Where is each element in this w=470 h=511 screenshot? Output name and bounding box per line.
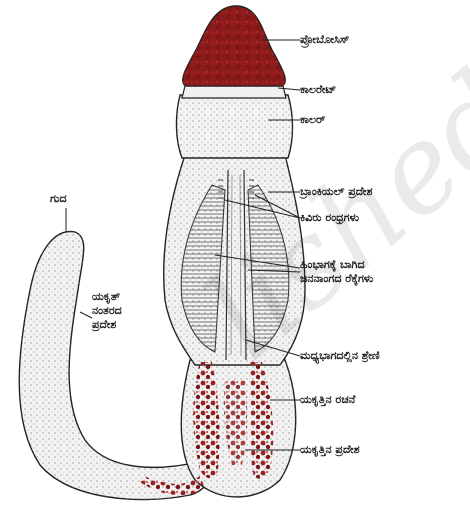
label-post-hepatic-line1: ಯಕೃತ್ — [92, 290, 120, 303]
label-gill-slits: ಕಿವಿರು ರಂಧ್ರಗಳು — [300, 211, 359, 224]
label-collarette: ಕಾಲರೇಟ್ — [300, 83, 336, 96]
label-proboscis: ಪ್ರೋಬೋಸಿಸ್ — [300, 33, 349, 46]
label-post-hepatic-line2: ನಂತರದ — [92, 304, 122, 317]
label-gonads-line2: ಜನನಾಂಗದ ರೆಕ್ಕೆಗಳು — [300, 272, 373, 285]
label-anus: ಗುದ — [50, 192, 67, 205]
label-collar: ಕಾಲರ್ — [300, 113, 325, 126]
label-gonads-line1: ಹಿಂಭಾಗಕ್ಕೆ ಬಾಗಿದ — [300, 258, 365, 271]
label-branchial-region: ಬ್ರಾಂಕಿಯಲ್ ಪ್ರದೇಶ — [300, 185, 372, 198]
label-hepatic-caeca: ಯಕೃತ್ತಿನ ರಚನೆ — [300, 393, 355, 406]
label-median-ridge: ಮಧ್ಯಭಾಗದಲ್ಲಿನ ಶ್ರೇಣಿ — [300, 349, 380, 362]
label-post-hepatic-line3: ಪ್ರದೇಶ — [92, 318, 116, 331]
label-hepatic-region: ಯಕೃತ್ತಿನ ಪ್ರದೇಶ — [300, 443, 360, 456]
